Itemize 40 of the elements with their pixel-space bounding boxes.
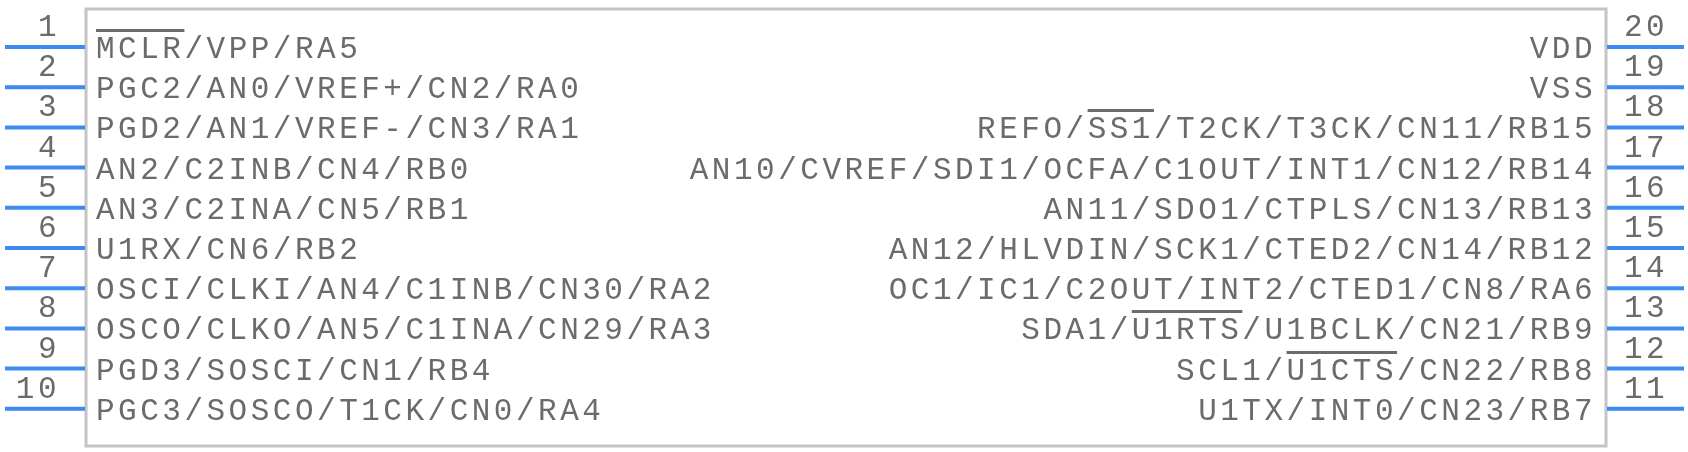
pin-number: 9 [37,331,60,368]
pin-number: 8 [37,291,60,328]
pin-number: 20 [1624,10,1669,46]
pin-name: U1TX/INT0/CN23/RB7 [1198,393,1596,430]
pin-name: AN3/C2INA/CN5/RB1 [96,192,472,229]
pin-number: 15 [1624,211,1669,247]
pin-name: AN11/SDO1/CTPLS/CN13/RB13 [1043,192,1596,229]
pin-name: U1RX/CN6/RB2 [96,233,362,269]
pin-number: 3 [37,90,60,127]
pin-number: 12 [1624,331,1669,368]
pin-number: 5 [37,170,60,207]
pin-name: OSCO/CLKO/AN5/C1INA/CN29/RA3 [96,313,715,350]
pin-number: 14 [1624,251,1669,288]
pin-number: 13 [1624,291,1669,328]
pin-number: 16 [1624,170,1669,207]
pin-name: AN2/C2INB/CN4/RB0 [96,152,472,189]
pin-number: 6 [37,211,60,247]
pin-name: PGC2/AN0/VREF+/CN2/RA0 [96,72,583,109]
pin-name: VSS [1529,72,1596,109]
pin-name: VDD [1529,32,1596,68]
pin-number: 18 [1624,90,1669,127]
pin-number: 10 [15,371,60,408]
pin-name: AN10/CVREF/SDI1/OCFA/C1OUT/INT1/CN12/RB14 [689,152,1596,189]
pin-number: 17 [1624,130,1669,167]
pin-number: 11 [1624,371,1669,408]
pin-number: 2 [37,50,60,87]
pin-name: SCL1/U1CTS/CN22/RB8 [1176,353,1596,390]
pin-name: OSCI/CLKI/AN4/C1INB/CN30/RA2 [96,273,715,310]
pin-name: REFO/SS1/T2CK/T3CK/CN11/RB15 [977,112,1596,149]
pin-number: 4 [37,130,60,167]
pin-number: 1 [37,10,60,46]
pin-name: SDA1/U1RTS/U1BCLK/CN21/RB9 [1021,313,1596,350]
pin-name: PGD2/AN1/VREF-/CN3/RA1 [96,112,583,149]
pin-name: OC1/IC1/C2OUT/INT2/CTED1/CN8/RA6 [888,273,1596,310]
pin-number: 7 [37,251,60,288]
pin-name: MCLR/VPP/RA5 [96,32,362,68]
pin-number: 19 [1624,50,1669,87]
pin-name: PGC3/SOSCO/T1CK/CN0/RA4 [96,393,605,430]
pin-name: PGD3/SOSCI/CN1/RB4 [96,353,494,390]
pin-name: AN12/HLVDIN/SCK1/CTED2/CN14/RB12 [888,233,1596,269]
